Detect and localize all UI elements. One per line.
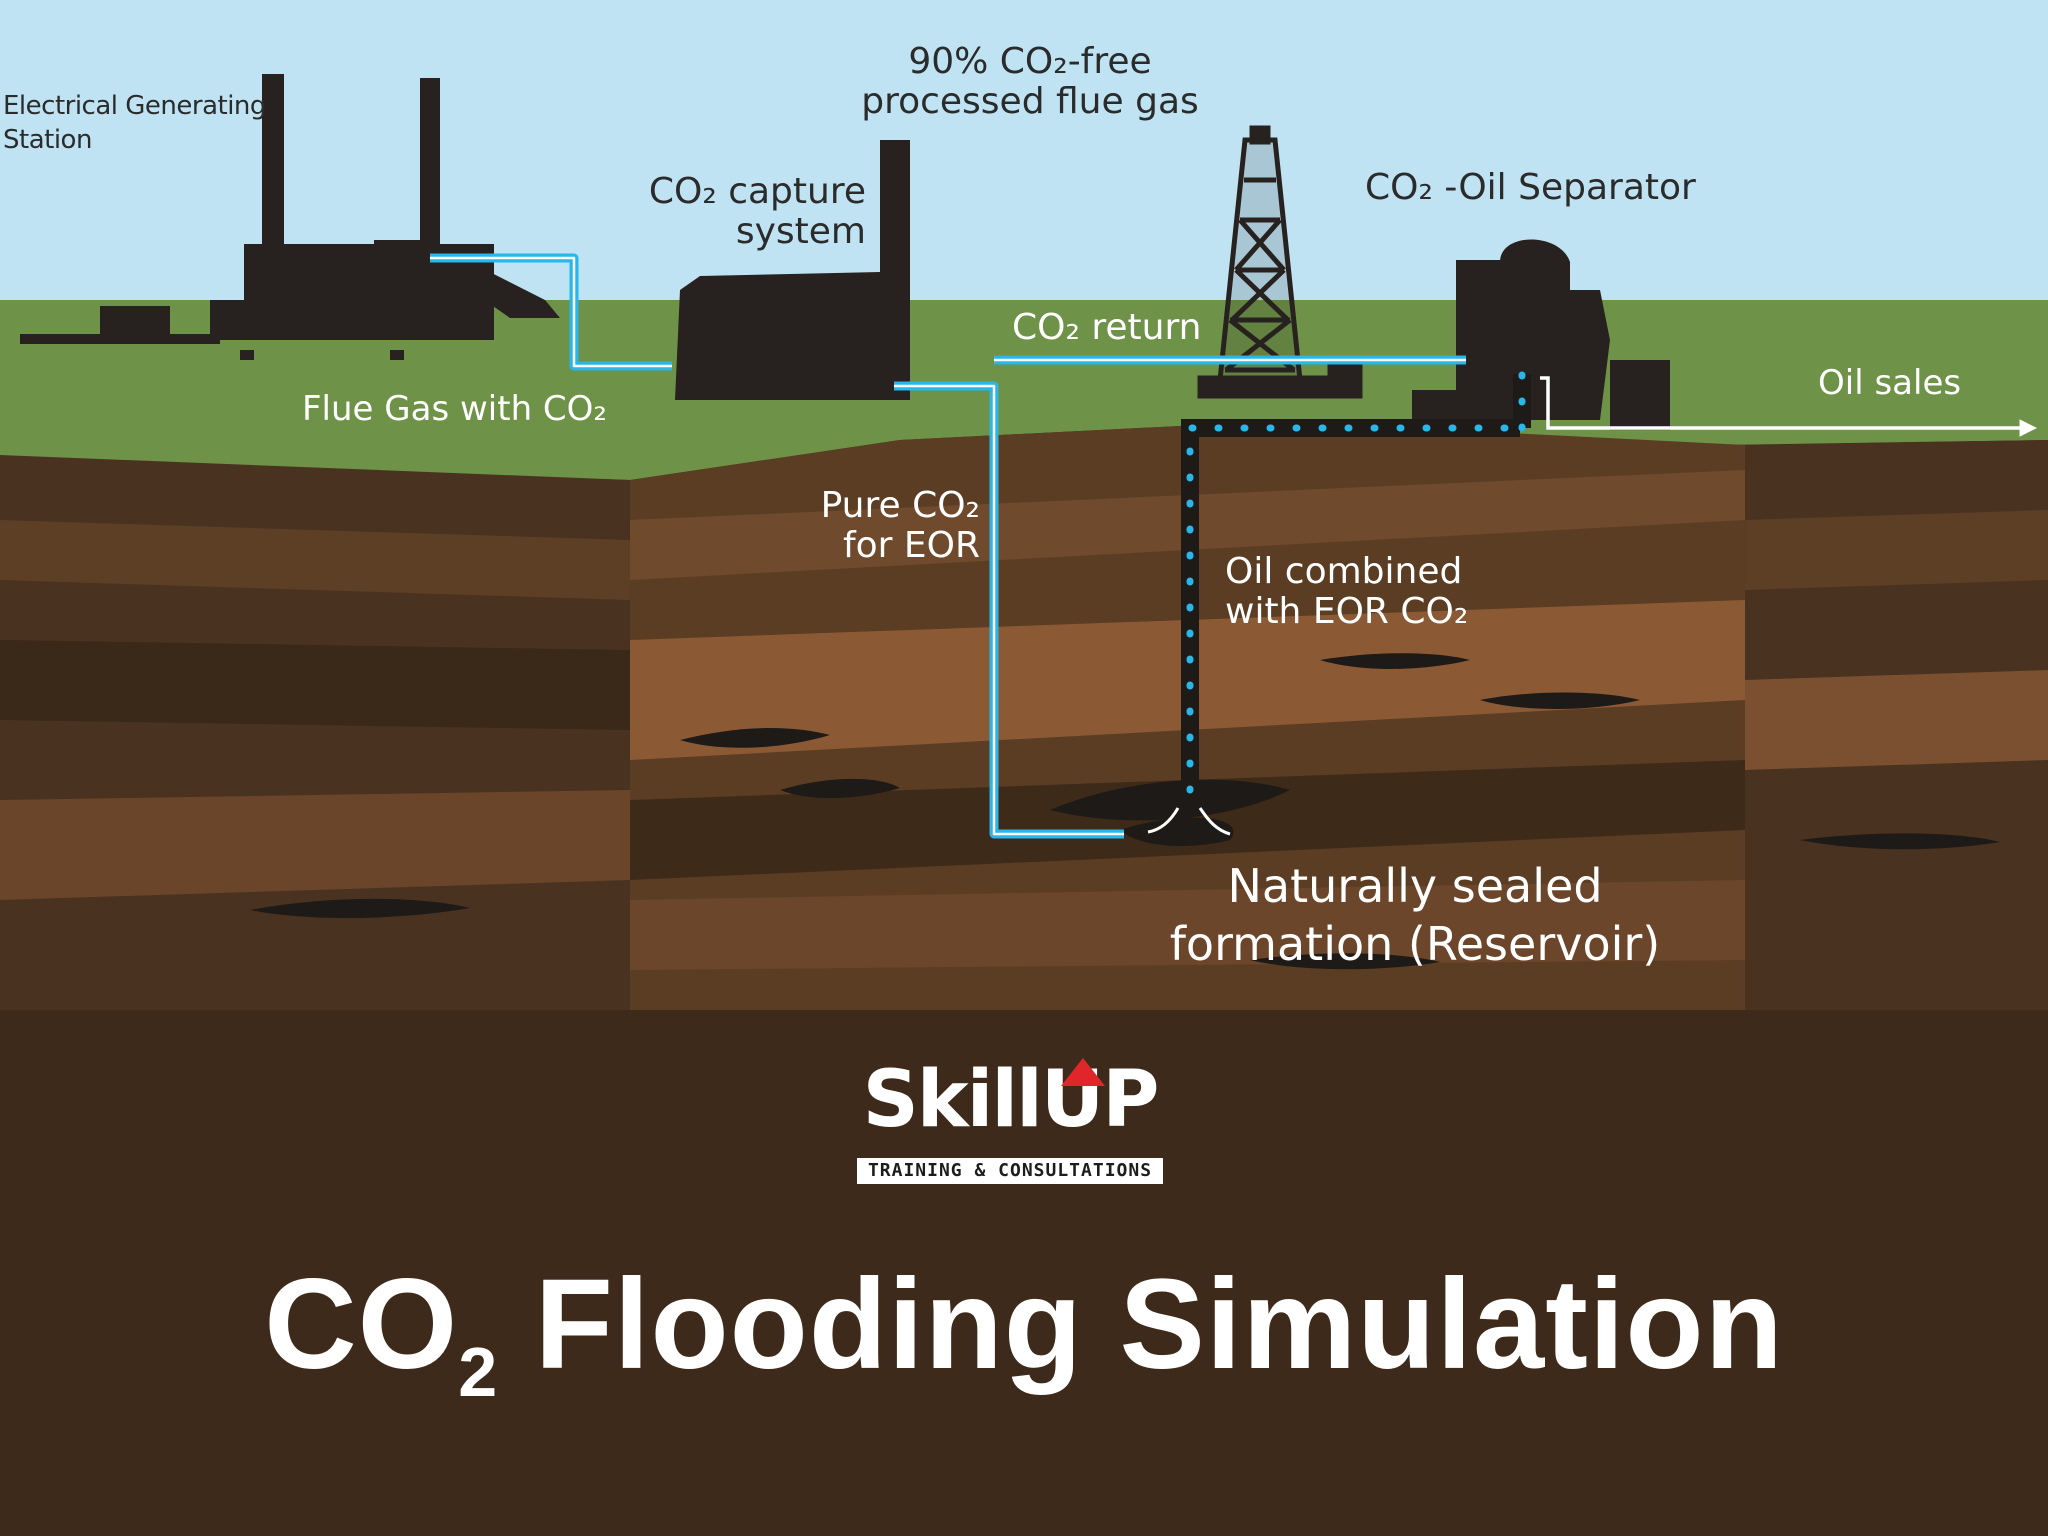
label-oil-sales: Oil sales (1818, 363, 1962, 403)
oil-sales-line (1540, 376, 2037, 437)
label-flue-gas: Flue Gas with CO₂ (302, 389, 608, 429)
title-subscript: 2 (458, 1333, 499, 1411)
soil-right-band-2 (1745, 670, 2048, 770)
label-processed-line1: 90% CO₂-free (908, 41, 1152, 82)
logo-wordmark: SkillUP (862, 1055, 1160, 1145)
label-capture-line1: CO₂ capture (648, 171, 866, 212)
label-capture-system: CO₂ capture system (620, 171, 866, 253)
label-co2-return: CO₂ return (1012, 307, 1202, 348)
injection-arrows (1147, 807, 1231, 836)
label-processed-line2: processed flue gas (861, 81, 1199, 123)
label-pure-line2: for EOR (842, 525, 980, 567)
label-sealed-line1: Naturally sealed (1227, 859, 1603, 913)
label-co2-oil-separator: CO₂ -Oil Separator (1365, 167, 1696, 208)
soil-left-band-3 (0, 790, 630, 900)
production-well (1181, 370, 1531, 794)
capture-system (675, 140, 910, 400)
soil-center-band-4 (630, 880, 1745, 970)
page-title: CO2 Flooding Simulation (0, 1253, 2048, 1407)
oil-pockets (250, 653, 2000, 970)
label-station-line1: Electrical Generating (3, 91, 266, 121)
soil-left-band-2 (0, 640, 630, 730)
generating-station (20, 74, 560, 360)
label-sealed-line2: formation (Reservoir) (1169, 916, 1661, 971)
label-combined-line2: with EOR CO₂ (1225, 591, 1469, 633)
soil-left-band-1 (0, 520, 630, 600)
label-oil-combined: Oil combined with EOR CO₂ (1225, 551, 1469, 633)
label-station-line2: Station (3, 124, 92, 155)
co2-eor-process-diagram (0, 0, 2048, 1010)
label-pure-line1: Pure CO₂ (820, 485, 980, 526)
title-rest: Flooding Simulation (498, 1253, 1784, 1396)
label-sealed-formation: Naturally sealed formation (Reservoir) (1140, 858, 1690, 973)
logo-up-arrow-icon (1061, 1058, 1105, 1086)
logo-tagline: TRAINING & CONSULTATIONS (857, 1158, 1163, 1184)
label-combined-line1: Oil combined (1225, 551, 1463, 592)
label-capture-line2: system (735, 211, 866, 253)
label-generating-station: Electrical Generating Station (3, 90, 266, 158)
skillup-logo: SkillUP TRAINING & CONSULTATIONS (845, 1055, 1175, 1186)
label-pure-co2: Pure CO₂ for EOR (795, 485, 980, 567)
soil-right-band-1 (1745, 510, 2048, 590)
title-prefix: CO (264, 1253, 459, 1396)
label-processed-flue-gas: 90% CO₂-free processed flue gas (840, 41, 1220, 123)
